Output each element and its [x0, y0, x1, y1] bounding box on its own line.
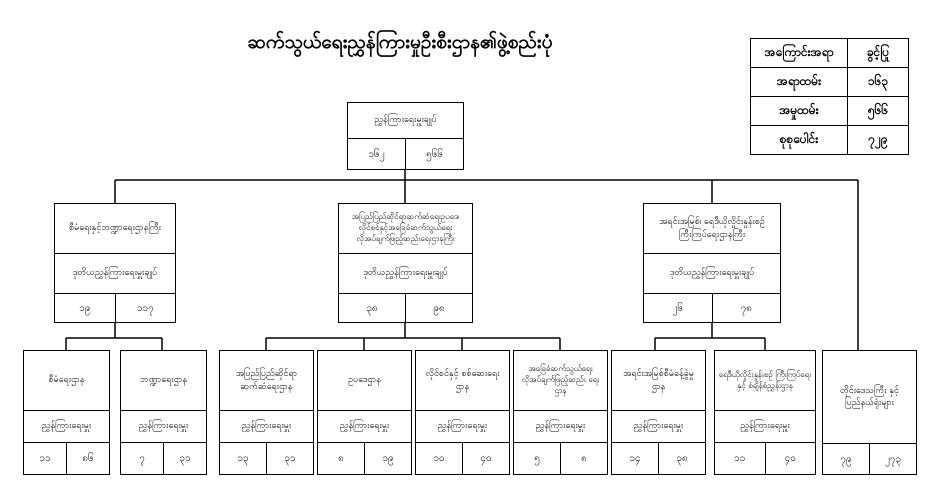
summary-row: အကြောင်းအရာခွင့်ပြု	[750, 38, 909, 68]
summary-row: အရာထမ်း၁၆၃	[750, 67, 909, 97]
staff-count: ၄၀	[480, 453, 492, 464]
org-box-department: ရေဒီယိုလှိုင်းနှုန်းစဉ် ကြီးကြပ်ရေးနှင့်…	[714, 350, 816, 475]
summary-row: အမှုထမ်း၅၆၆	[750, 96, 909, 126]
staff-count: ၉၈	[433, 302, 445, 314]
box-title: တိုင်းဒေသကြီး နှင့် ပြည်နယ်ရုံးများ	[823, 351, 916, 444]
staff-count: ၈၆	[82, 453, 94, 464]
box-rank: ဒုတိယညွှန်ကြားရေးမှူးချုပ်	[55, 254, 175, 294]
officer-count: ၁၁	[24, 443, 67, 474]
summary-table: အကြောင်းအရာခွင့်ပြု အရာထမ်း၁၆၃ အမှုထမ်း၅…	[750, 38, 909, 155]
staff-count: ၃၁	[179, 453, 191, 464]
box-title: အပြည်ပြည်ဆိုင်ရာ ဆက်ဆံရေးဌာန	[220, 351, 313, 411]
summary-value: ၇၂၉	[847, 125, 909, 155]
org-box-department: ဥပဒေဌာန ညွှန်ကြားရေးမှူး ၈ ၁၉	[317, 350, 412, 475]
staff-count: ၂၇၃	[884, 453, 902, 465]
officer-count: ၁၄	[612, 443, 659, 474]
box-rank: ညွှန်ကြားရေးမှူး	[318, 411, 411, 443]
org-box-department: အခြေခံဆက်သွယ်ရေး လိုအပ်ချက်ဖြည့်ဆည်း ရေး…	[513, 350, 608, 475]
officer-count: ၂၆	[644, 294, 713, 322]
officer-count: ၈	[318, 443, 365, 474]
officer-count: ၁၀	[416, 443, 463, 474]
box-rank: ဒုတိယညွှန်ကြားရေးမှူးချုပ်	[339, 254, 472, 294]
staff-count: ၃၁	[284, 453, 296, 464]
staff-count: ၁၁၇	[136, 302, 154, 314]
staff-count: ၃၈	[676, 453, 688, 464]
summary-row: စုစုပေါင်း၇၂၉	[750, 125, 909, 155]
box-title: ဥပဒေဌာန	[318, 351, 411, 411]
box-rank: ဒုတိယညွှန်ကြားရေးမှူးချုပ်	[644, 254, 780, 294]
officer-count: ၁၃	[220, 443, 267, 474]
officer-count: ၁၆၂	[348, 139, 406, 170]
summary-label: စုစုပေါင်း	[750, 125, 848, 155]
box-title: စီမံရေးနှင့်ဘဏ္ဍာရေးဌာနကြီး	[55, 204, 175, 254]
box-title: အရင်းအမြစ်စီမံခန့်ခွဲမှု ဌာန	[612, 351, 705, 411]
org-box-division: အပြည်ပြည်ဆိုင်ရာဆက်ဆံရေးဥပဒေ၊ လိုင်စင်နှ…	[338, 203, 473, 323]
staff-count: ၈	[581, 453, 587, 464]
staff-count: ၇၈	[740, 302, 752, 314]
summary-value: ခွင့်ပြု	[847, 38, 909, 68]
summary-label: အကြောင်းအရာ	[750, 38, 848, 68]
box-rank: ညွှန်ကြားရေးမှူး	[715, 411, 815, 443]
box-title: စီမံရေးဌာန	[24, 351, 109, 411]
staff-count: ၁၉	[382, 453, 394, 464]
org-box-department: အရင်းအမြစ်စီမံခန့်ခွဲမှု ဌာန ညွှန်ကြားရေ…	[611, 350, 706, 475]
summary-value: ၁၆၃	[847, 67, 909, 97]
summary-label: အရာထမ်း	[750, 67, 848, 97]
box-rank: ညွှန်ကြားရေးမှူး	[121, 411, 206, 443]
org-box-department: လိုင်စင်နှင့် စစ်ဆေးရေးဌာန ညွှန်ကြားရေးမ…	[415, 350, 510, 475]
box-title: လိုင်စင်နှင့် စစ်ဆေးရေးဌာန	[416, 351, 509, 411]
box-rank: ညွှန်ကြားရေးမှူး	[514, 411, 607, 443]
org-box-department: ဘဏ္ဍာရေးဌာန ညွှန်ကြားရေးမှူး ၇ ၃၁	[120, 350, 207, 475]
box-title: အပြည်ပြည်ဆိုင်ရာဆက်ဆံရေးဥပဒေ၊ လိုင်စင်နှ…	[339, 204, 472, 254]
org-box-director-general: ညွှန်ကြားရေးမှူးချုပ် ၁၆၂ ၅၆၆	[347, 102, 464, 170]
org-box-regional-offices: တိုင်းဒေသကြီး နှင့် ပြည်နယ်ရုံးများ ၇၉ ၂…	[822, 350, 917, 475]
staff-count: ၅၆၆	[426, 149, 443, 160]
box-title: ရေဒီယိုလှိုင်းနှုန်းစဉ် ကြီးကြပ်ရေးနှင့်…	[715, 351, 815, 411]
box-rank: ညွှန်ကြားရေးမှူး	[220, 411, 313, 443]
chart-title: ဆက်သွယ်ရေးညွှန်ကြားမှုဦးစီးဌာန၏ဖွဲ့စည်းပ…	[247, 31, 553, 53]
box-title: အခြေခံဆက်သွယ်ရေး လိုအပ်ချက်ဖြည့်ဆည်း ရေး…	[514, 351, 607, 411]
box-rank: ညွှန်ကြားရေးမှူး	[24, 411, 109, 443]
staff-count: ၄၀	[784, 453, 796, 464]
officer-count: ၇	[121, 443, 164, 474]
officer-count: ၇၉	[823, 444, 870, 474]
box-title: ညွှန်ကြားရေးမှူးချုပ်	[348, 103, 463, 139]
org-box-department: စီမံရေးဌာန ညွှန်ကြားရေးမှူး ၁၁ ၈၆	[23, 350, 110, 475]
box-rank: ညွှန်ကြားရေးမှူး	[612, 411, 705, 443]
officer-count: ၁၉	[55, 294, 116, 322]
officer-count: ၅	[514, 443, 561, 474]
officer-count: ၃၈	[339, 294, 406, 322]
box-rank: ညွှန်ကြားရေးမှူး	[416, 411, 509, 443]
box-title: အရင်းအမြစ်၊ ရေဒီယိုလှိုင်းနှုန်းစဉ် ကြီး…	[644, 204, 780, 254]
org-box-division: အရင်းအမြစ်၊ ရေဒီယိုလှိုင်းနှုန်းစဉ် ကြီး…	[643, 203, 781, 323]
officer-count: ၁၁	[715, 443, 766, 474]
org-box-department: အပြည်ပြည်ဆိုင်ရာ ဆက်ဆံရေးဌာန ညွှန်ကြားရေ…	[219, 350, 314, 475]
box-title: ဘဏ္ဍာရေးဌာန	[121, 351, 206, 411]
org-box-division: စီမံရေးနှင့်ဘဏ္ဍာရေးဌာနကြီး ဒုတိယညွှန်ကြ…	[54, 203, 176, 323]
